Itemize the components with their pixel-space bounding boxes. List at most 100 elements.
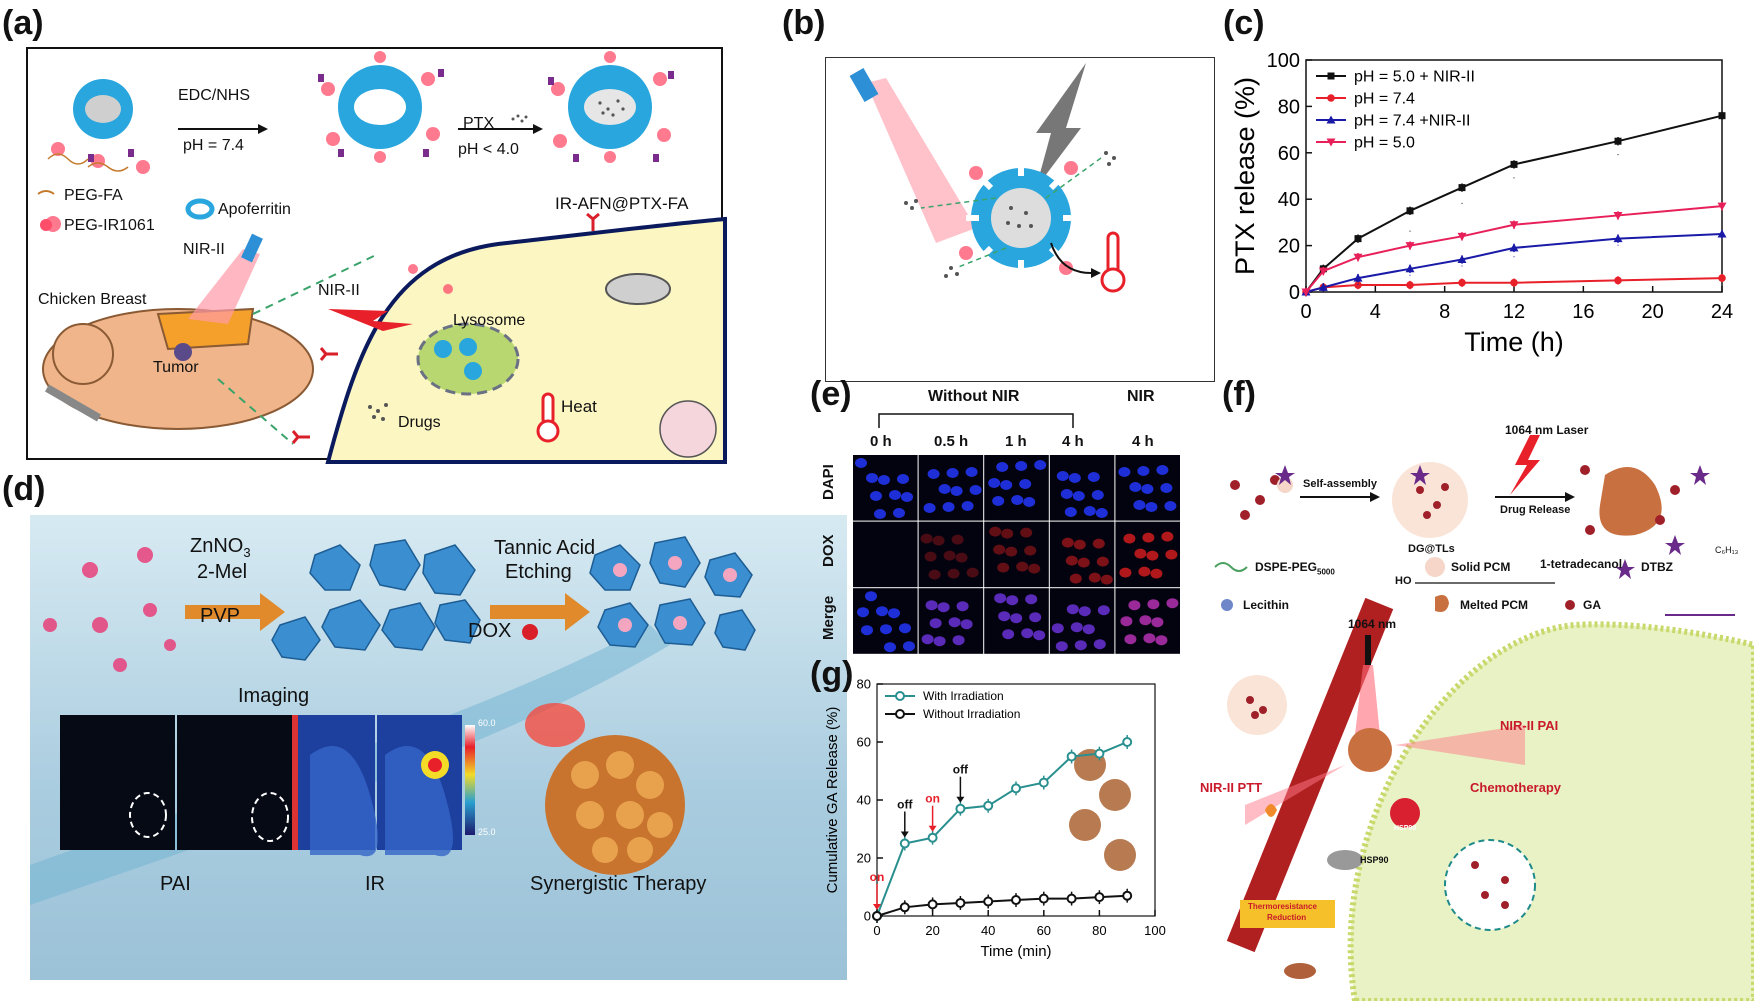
etching-label-1: Tannic Acid [494,537,596,559]
hsp90-label-2: HSP90 [1360,855,1389,865]
cell-nucleus [1166,598,1179,609]
cell-nucleus [938,484,951,494]
cell-nucleus [955,552,968,563]
cell-nucleus [997,562,1010,573]
cell-nucleus [1069,573,1082,584]
y-axis-label: PTX release (%) [1230,77,1260,275]
data-point [1509,221,1519,230]
cell-nucleus [1055,641,1068,652]
time-0h: 0 h [870,433,892,450]
y-tick-label: 100 [1267,50,1300,72]
series-line [1305,233,1723,293]
switch-annotation: off [897,798,913,812]
mouse-label-tumor: Tumor [153,359,199,376]
group-nir: NIR [1127,388,1155,405]
y-tick-label: 0 [1289,282,1300,304]
cell-nucleus [1161,531,1174,542]
cell-nucleus [928,569,941,580]
panel-a-artwork [37,51,727,464]
data-point [927,832,938,843]
cell-nucleus [1066,604,1079,615]
cell-laser-label: NIR-II [318,282,360,299]
thermoresistance-label-2: Reduction [1267,913,1307,922]
cell-nucleus [1096,556,1109,567]
legend-label: Without Irradiation [923,707,1020,721]
row-merge: Merge [820,595,837,640]
panel-label-d: (d) [2,470,46,508]
cell-nucleus [1002,629,1015,640]
cell-nucleus [1120,616,1133,627]
y-tick-label: 60 [857,735,871,750]
cell-nucleus [994,593,1007,604]
series-line [876,894,1128,917]
cell-nucleus [857,607,869,618]
data-point [1406,281,1414,289]
panel-label-a: (a) [2,4,44,42]
cell-nucleus [927,469,940,479]
annotation-arrow-head [956,796,965,803]
cell-nucleus [1051,623,1064,634]
data-point [1353,253,1363,262]
colorbar-min: 25.0 [478,827,496,837]
cell-nucleus [901,492,913,502]
data-point [872,911,882,921]
cell-nucleus [1025,594,1038,605]
cell-nucleus [1028,563,1041,574]
cell-nucleus [879,576,891,586]
lysosome-label: Lysosome [453,312,526,329]
cell-nucleus [1119,567,1132,578]
cell-nucleus [1124,634,1137,645]
cell-nucleus [1091,490,1104,500]
x-tick-label: 24 [1711,301,1733,323]
cell-nucleus [1021,628,1034,639]
cell-nucleus [1138,566,1151,577]
micro-cell [918,521,984,588]
data-point [1354,281,1362,289]
cell-nucleus [1000,480,1013,490]
nir-pai-label: NIR-II PAI [1500,718,1559,733]
row-dox: DOX [820,534,837,567]
data-point [1457,232,1467,241]
chemotherapy-label: Chemotherapy [1470,780,1562,795]
legend-marker [895,709,905,719]
cell-nucleus [876,606,888,617]
data-point [899,838,910,849]
micro-cell [984,521,1049,588]
cell-nucleus [893,508,905,518]
cell-nucleus [855,458,867,468]
x-tick-label: 0 [1300,301,1311,323]
cell-nucleus [899,623,911,634]
cell-nucleus [1020,527,1033,538]
cell-nucleus [1118,467,1131,477]
cell-nucleus [1165,549,1178,560]
step1-condition: pH = 7.4 [183,137,244,154]
cell-nucleus [1016,561,1029,572]
cell-nucleus [1070,622,1083,633]
x-tick-label: 4 [1370,301,1381,323]
legend-peg-fa: PEG-FA [64,187,123,204]
therapy-label: Synergistic Therapy [530,873,707,895]
cell-nucleus [1019,479,1032,489]
cell-nucleus [1134,548,1147,559]
reagent-znno3-subscript: 3 [243,545,251,560]
data-point [1122,890,1133,901]
data-point [1613,211,1623,220]
y-tick-label: 60 [1278,143,1300,165]
step1-label: EDC/NHS [178,87,251,104]
cell-nucleus [884,642,896,653]
x-tick-label: 0 [873,923,880,938]
cell-nucleus [951,534,964,545]
legend-dspe-peg-text: DSPE-PEG [1255,560,1318,574]
cell-nucleus [1082,624,1095,635]
data-point [1122,737,1133,747]
cell-nucleus [1151,617,1164,628]
thermoresistance-label-1: Thermoresistance [1248,902,1317,911]
series-line [1305,205,1723,293]
cell-nucleus [888,608,900,619]
cell-nucleus [1095,508,1108,518]
cell-nucleus [942,502,955,512]
cell-nucleus [1156,465,1169,475]
switch-annotation: on [870,870,885,884]
data-point [1457,255,1467,264]
